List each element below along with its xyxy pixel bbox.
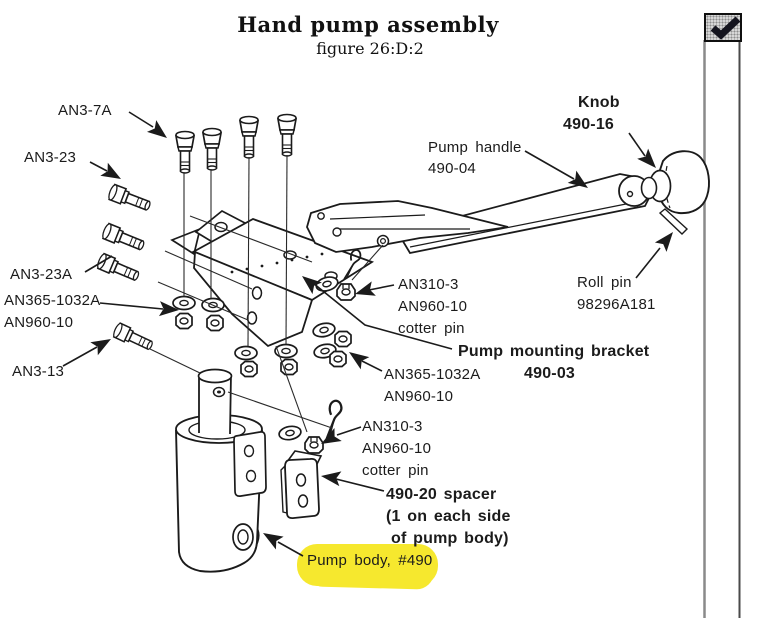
label-an365-right-2: AN960-10	[384, 388, 454, 405]
label-an365-right-1: AN365-1032A	[384, 366, 481, 383]
label-an365-left-1: AN365-1032A	[4, 292, 101, 309]
label-spacer-2: (1 on each side	[386, 508, 511, 525]
label-pump-handle-2: 490-04	[428, 160, 476, 177]
label-an3-13: AN3-13	[12, 363, 65, 380]
label-knob-1: Knob	[578, 94, 620, 111]
check-icon[interactable]	[704, 13, 742, 42]
label-cotter-upper-1: AN310-3	[398, 276, 459, 293]
page-frame-lines	[703, 40, 741, 618]
figure-number: figure 26:D:2	[316, 39, 424, 58]
label-cotter-upper-2: AN960-10	[398, 298, 468, 315]
spacer-drawing	[280, 450, 323, 520]
knob-drawing	[626, 150, 710, 215]
label-bracket-1: Pump mounting bracket	[458, 343, 650, 360]
assembly-lines	[149, 154, 384, 433]
label-pump-handle-1: Pump handle	[428, 139, 522, 156]
pump-body-highlight	[297, 544, 438, 590]
pump-body-drawing	[175, 368, 267, 573]
label-roll-pin-1: Roll pin	[577, 274, 632, 291]
label-pump-body: Pump body, #490	[307, 552, 433, 569]
label-knob-2: 490-16	[563, 116, 615, 133]
label-cotter-upper-3: cotter pin	[398, 320, 465, 337]
label-an3-23a: AN3-23A	[10, 266, 73, 283]
label-cotter-lower-2: AN960-10	[362, 440, 432, 457]
an3-23-bolts	[95, 183, 156, 354]
label-cotter-lower-1: AN310-3	[362, 418, 423, 435]
label-spacer-3: of pump body)	[391, 530, 509, 547]
label-an3-23: AN3-23	[24, 149, 77, 166]
label-spacer-1: 490-20 spacer	[386, 486, 497, 503]
an3-7a-bolts	[175, 113, 297, 174]
roll-pin-drawing	[658, 208, 689, 235]
label-an3-7a: AN3-7A	[58, 102, 112, 119]
figure-title: Hand pump assembly	[237, 12, 499, 37]
label-cotter-lower-3: cotter pin	[362, 462, 429, 479]
label-roll-pin-2: 98296A181	[577, 296, 656, 313]
leader-lines	[62, 111, 661, 557]
label-an365-left-2: AN960-10	[4, 314, 74, 331]
label-bracket-2: 490-03	[524, 365, 576, 382]
pump-handle-drawing	[306, 173, 654, 255]
